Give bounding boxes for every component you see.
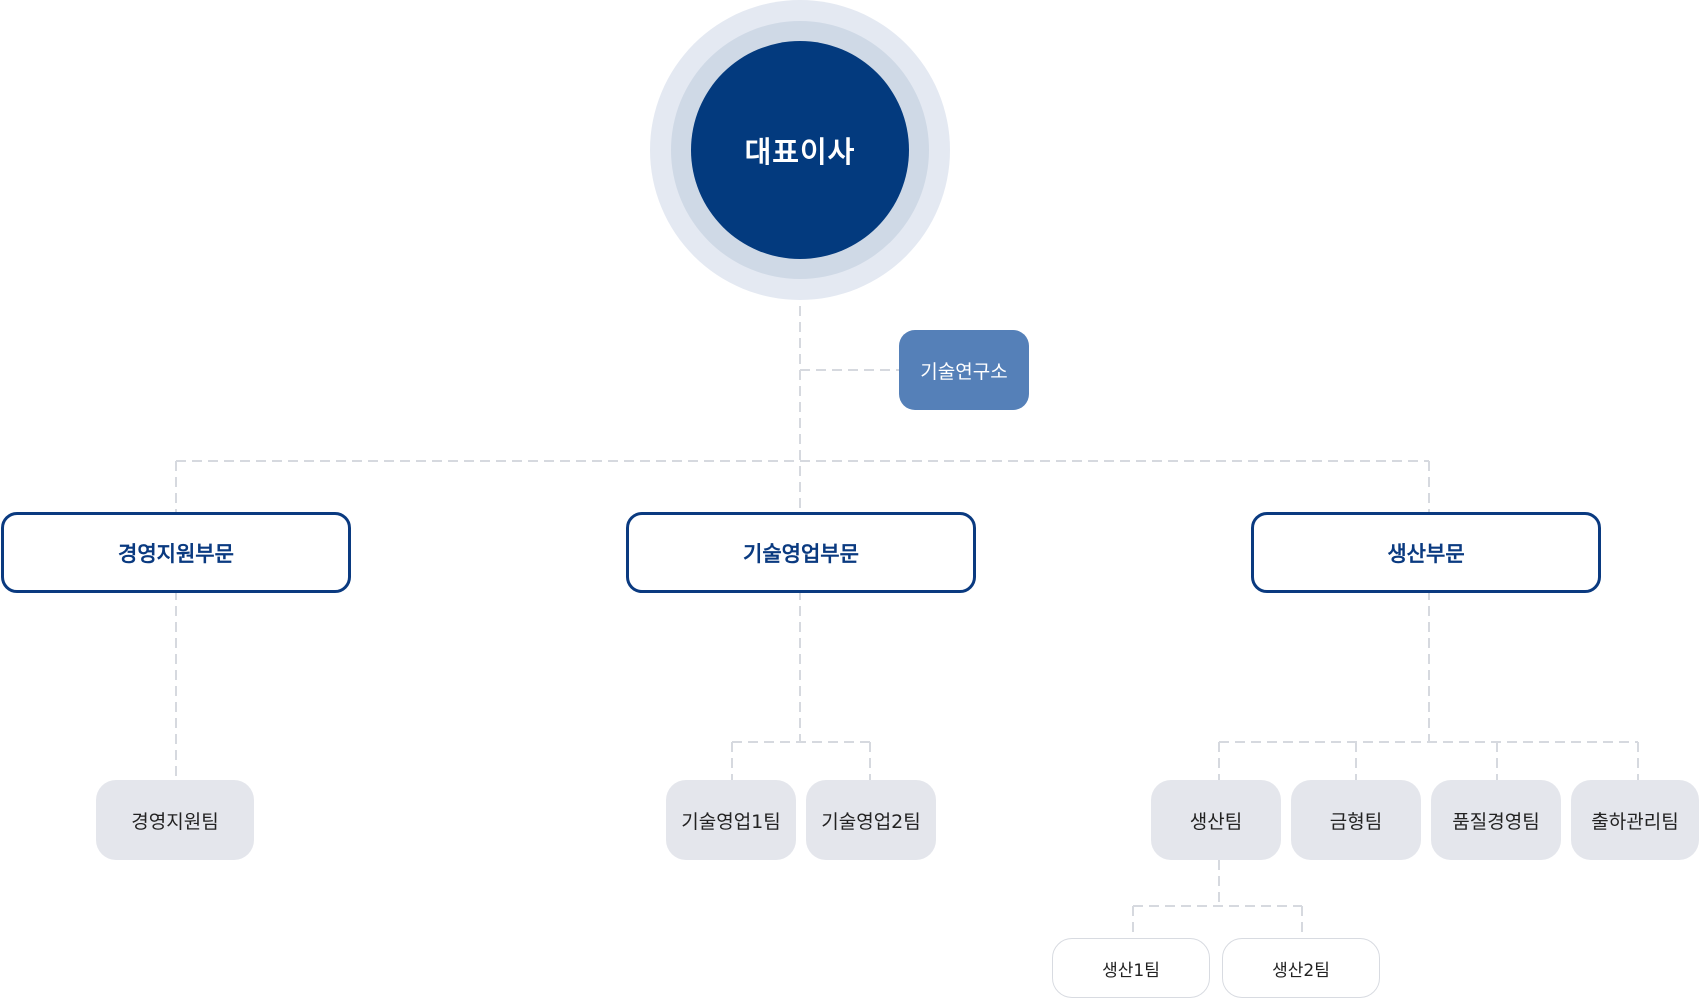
division-label: 기술영업부문 — [743, 541, 859, 566]
ceo-node: 대표이사 — [691, 41, 909, 259]
team-label: 금형팀 — [1329, 810, 1383, 833]
ceo-label: 대표이사 — [744, 135, 856, 169]
team-label: 기술영업2팀 — [821, 810, 921, 833]
team-label: 경영지원팀 — [131, 810, 219, 833]
team-management-support: 경영지원팀 — [96, 780, 254, 860]
division-tech-sales: 기술영업부문 — [626, 512, 976, 593]
division-label: 경영지원부문 — [118, 541, 234, 566]
team-tech-sales-2: 기술영업2팀 — [806, 780, 936, 860]
team-mold: 금형팀 — [1291, 780, 1421, 860]
team-quality-management: 품질경영팀 — [1431, 780, 1561, 860]
team-shipping-management: 출하관리팀 — [1571, 780, 1699, 860]
team-label: 출하관리팀 — [1591, 810, 1679, 833]
research-lab-label: 기술연구소 — [920, 360, 1008, 383]
division-label: 생산부문 — [1387, 541, 1465, 566]
subteam-label: 생산2팀 — [1272, 960, 1330, 981]
research-lab-node: 기술연구소 — [899, 330, 1029, 410]
subteam-label: 생산1팀 — [1102, 960, 1160, 981]
team-label: 기술영업1팀 — [681, 810, 781, 833]
division-production: 생산부문 — [1251, 512, 1601, 593]
team-production: 생산팀 — [1151, 780, 1281, 860]
subteam-production-2: 생산2팀 — [1222, 938, 1380, 998]
team-label: 품질경영팀 — [1452, 810, 1540, 833]
subteam-production-1: 생산1팀 — [1052, 938, 1210, 998]
team-label: 생산팀 — [1189, 810, 1243, 833]
team-tech-sales-1: 기술영업1팀 — [666, 780, 796, 860]
division-management-support: 경영지원부문 — [1, 512, 351, 593]
